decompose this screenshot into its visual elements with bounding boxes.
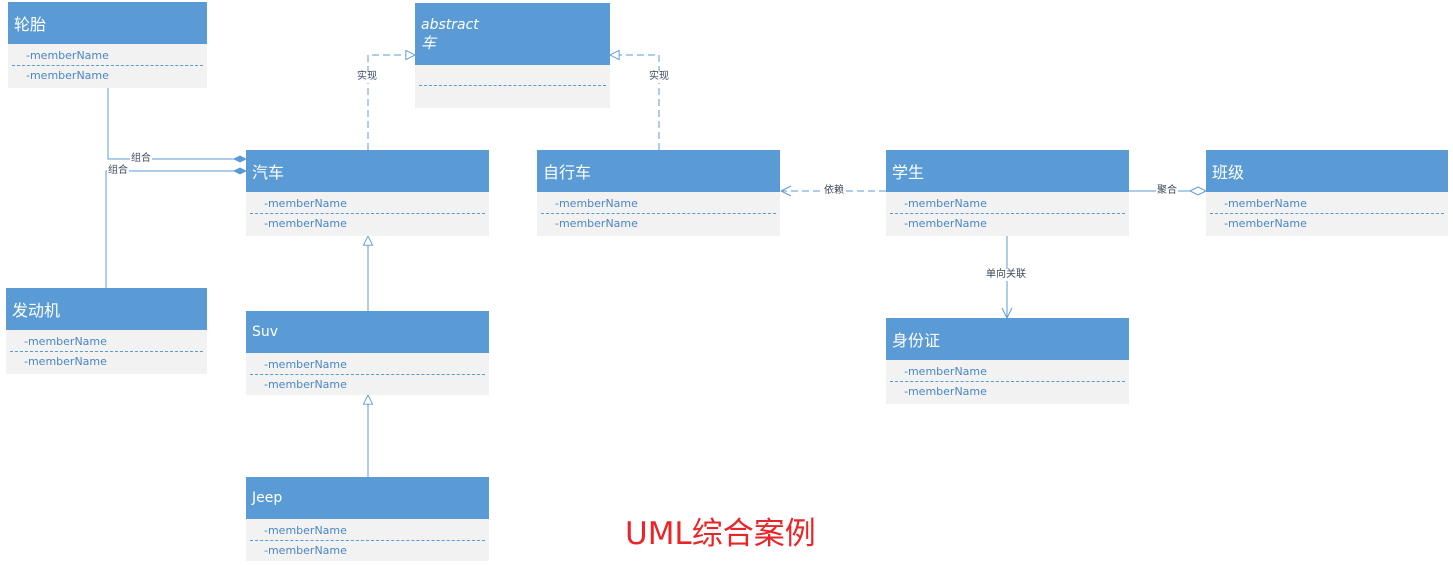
label-student-bicycle: 依赖 bbox=[823, 185, 845, 197]
engine-car-composition bbox=[105, 171, 246, 288]
class-suv-name: Suv bbox=[246, 311, 489, 353]
class-group-attr-2: -memberName bbox=[1224, 217, 1307, 230]
label-student-class: 聚合 bbox=[1156, 185, 1178, 197]
class-engine[interactable]: 发动机 -memberName -memberName bbox=[6, 288, 207, 374]
class-car[interactable]: 汽车 -memberName -memberName bbox=[246, 150, 489, 236]
class-vehicle-header: abstract 车 bbox=[415, 3, 610, 65]
class-group-name: 班级 bbox=[1206, 150, 1448, 192]
class-idcard-attr-1: -memberName bbox=[904, 365, 987, 378]
class-engine-name: 发动机 bbox=[6, 288, 207, 330]
class-jeep-attr-1: -memberName bbox=[264, 524, 347, 537]
bicycle-vehicle-realization bbox=[610, 55, 660, 150]
class-jeep[interactable]: Jeep -memberName -memberName bbox=[246, 477, 489, 561]
class-idcard[interactable]: 身份证 -memberName -memberName bbox=[886, 318, 1129, 404]
tire-car-composition bbox=[107, 88, 246, 159]
label-bicycle-vehicle: 实现 bbox=[648, 71, 670, 83]
class-student-attr-2: -memberName bbox=[904, 217, 987, 230]
class-tire-name: 轮胎 bbox=[8, 2, 207, 44]
class-engine-attr-2: -memberName bbox=[24, 355, 107, 368]
class-student[interactable]: 学生 -memberName -memberName bbox=[886, 150, 1129, 236]
class-student-attr-1: -memberName bbox=[904, 197, 987, 210]
class-vehicle-abstract[interactable]: abstract 车 bbox=[415, 3, 610, 108]
car-vehicle-realization bbox=[367, 55, 415, 150]
class-bicycle-attr-1: -memberName bbox=[555, 197, 638, 210]
class-suv[interactable]: Suv -memberName -memberName bbox=[246, 311, 489, 395]
label-engine-car: 组合 bbox=[107, 165, 129, 177]
class-idcard-attr-2: -memberName bbox=[904, 385, 987, 398]
class-group-attr-1: -memberName bbox=[1224, 197, 1307, 210]
class-engine-attr-1: -memberName bbox=[24, 335, 107, 348]
class-suv-attr-2: -memberName bbox=[264, 378, 347, 391]
label-car-vehicle: 实现 bbox=[356, 71, 378, 83]
class-tire-attr-2: -memberName bbox=[26, 69, 109, 82]
class-tire-attr-1: -memberName bbox=[26, 49, 109, 62]
class-jeep-name: Jeep bbox=[246, 477, 489, 519]
class-group[interactable]: 班级 -memberName -memberName bbox=[1206, 150, 1448, 236]
label-tire-car: 组合 bbox=[130, 153, 152, 165]
class-bicycle-name: 自行车 bbox=[537, 150, 780, 192]
class-bicycle-attr-2: -memberName bbox=[555, 217, 638, 230]
class-jeep-attr-2: -memberName bbox=[264, 544, 347, 557]
class-student-name: 学生 bbox=[886, 150, 1129, 192]
class-car-name: 汽车 bbox=[246, 150, 489, 192]
class-tire[interactable]: 轮胎 -memberName -memberName bbox=[8, 2, 207, 88]
class-car-attr-1: -memberName bbox=[264, 197, 347, 210]
class-car-attr-2: -memberName bbox=[264, 217, 347, 230]
class-vehicle-stereotype: abstract bbox=[421, 17, 479, 33]
class-vehicle-name: 车 bbox=[421, 34, 437, 52]
class-idcard-name: 身份证 bbox=[886, 318, 1129, 360]
label-student-idcard: 单向关联 bbox=[985, 269, 1027, 281]
diagram-title: UML综合案例 bbox=[625, 516, 816, 552]
class-bicycle[interactable]: 自行车 -memberName -memberName bbox=[537, 150, 780, 236]
class-suv-attr-1: -memberName bbox=[264, 358, 347, 371]
